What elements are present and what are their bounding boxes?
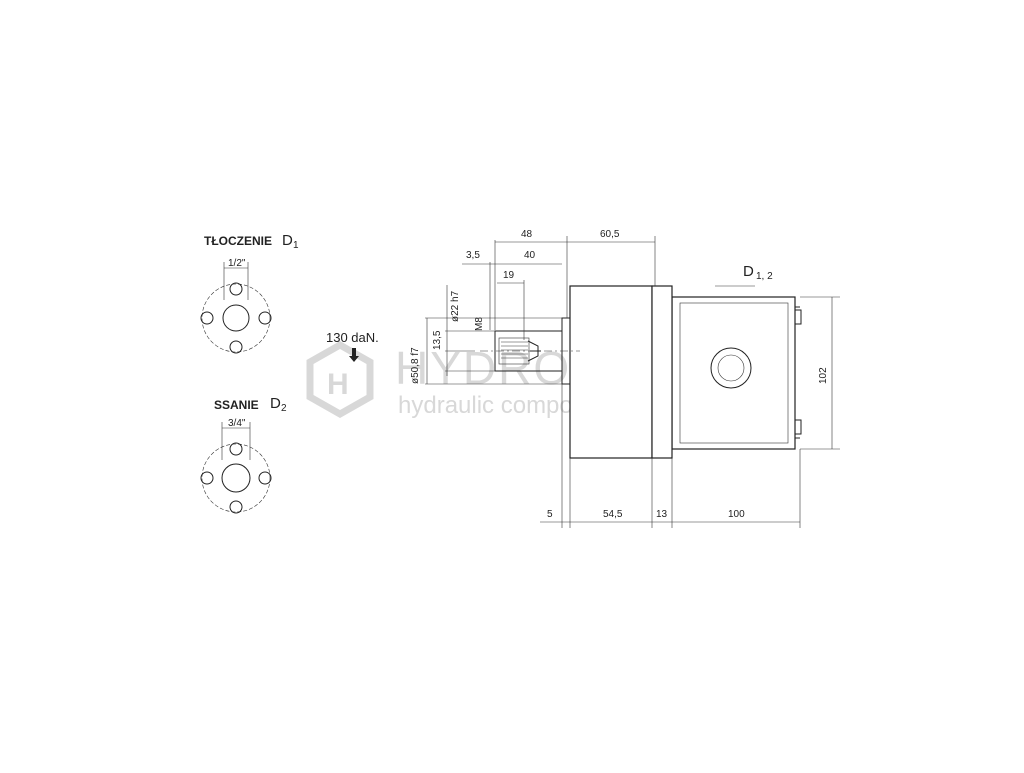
dim-3-5: 3,5 bbox=[466, 250, 480, 261]
d2-size: 3/4" bbox=[228, 418, 246, 429]
dim-48: 48 bbox=[521, 229, 533, 240]
dim-19: 19 bbox=[503, 270, 515, 281]
top-dimensions: 48 60,5 3,5 40 19 D 1, 2 bbox=[462, 229, 773, 340]
pump-side-view bbox=[480, 285, 802, 459]
port-view-d2: SSANIE D 2 3/4" bbox=[200, 395, 287, 514]
d1-symbol: D bbox=[282, 232, 293, 249]
shaft-load: 130 daN. bbox=[326, 330, 379, 362]
left-dimensions: ø22 h7 M8 ø50,8 f7 13,5 bbox=[410, 285, 562, 385]
port-label: D bbox=[743, 263, 754, 280]
hydrolider-logo-icon: H bbox=[306, 340, 374, 419]
svg-text:H: H bbox=[327, 368, 351, 401]
dim-60-5: 60,5 bbox=[600, 229, 620, 240]
dim-dia-22: ø22 h7 bbox=[450, 290, 461, 322]
dim-dia-50-8: ø50,8 f7 bbox=[410, 347, 421, 384]
force-arrow-icon bbox=[349, 348, 359, 362]
port-subscript: 1, 2 bbox=[756, 271, 773, 282]
bottom-dimensions: 5 54,5 13 100 bbox=[540, 384, 801, 528]
d1-subscript: 1 bbox=[293, 240, 299, 251]
d2-symbol: D bbox=[270, 395, 281, 412]
dim-5: 5 bbox=[547, 509, 553, 520]
d1-size: 1/2" bbox=[228, 258, 246, 269]
d2-subscript: 2 bbox=[281, 403, 287, 414]
right-dimension: 102 bbox=[800, 296, 840, 450]
dim-13-5: 13,5 bbox=[432, 330, 443, 350]
load-text: 130 daN. bbox=[326, 330, 379, 345]
d1-title: TŁOCZENIE bbox=[204, 234, 272, 248]
dim-102: 102 bbox=[818, 367, 829, 384]
d2-title: SSANIE bbox=[214, 398, 259, 412]
dim-40: 40 bbox=[524, 250, 536, 261]
dim-100: 100 bbox=[728, 509, 745, 520]
dim-13: 13 bbox=[656, 509, 668, 520]
port-view-d1: TŁOCZENIE D 1 1/2" bbox=[200, 232, 299, 354]
dim-m8: M8 bbox=[474, 317, 485, 331]
dim-54-5: 54,5 bbox=[603, 509, 623, 520]
